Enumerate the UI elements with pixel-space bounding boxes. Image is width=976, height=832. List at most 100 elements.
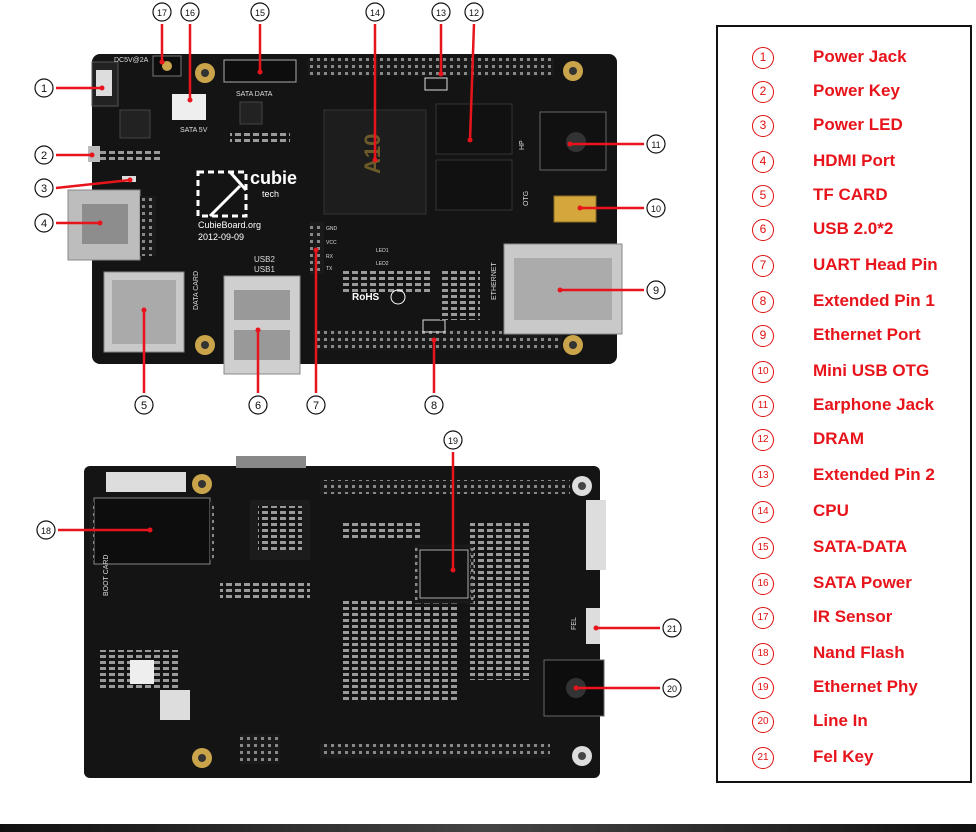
- logo-line2: tech: [262, 189, 279, 199]
- legend-label: HDMI Port: [813, 151, 896, 170]
- logo-line1: cubie: [250, 168, 297, 188]
- legend-number: 2: [752, 81, 774, 103]
- callout-badge: [431, 2, 451, 22]
- callout-badge: [424, 395, 444, 415]
- legend-item: 4 HDMI Port: [718, 147, 970, 177]
- dram-chip: [435, 103, 513, 155]
- legend-number: 4: [752, 151, 774, 173]
- extended-pin-2-header: [308, 58, 554, 76]
- callout-dot: [97, 220, 103, 226]
- legend-item: 15 SATA-DATA: [718, 533, 970, 563]
- top-board: DC5V@2A SATA 5V SATA DATA cubie tech Cub…: [67, 54, 623, 375]
- legend-label: USB 2.0*2: [813, 219, 894, 238]
- fel-key: [586, 608, 600, 644]
- legend-label: Power LED: [813, 115, 903, 134]
- callout-dot: [99, 85, 105, 91]
- callout-badge: [34, 78, 54, 98]
- callout-number: 9: [653, 285, 659, 297]
- callout-dot: [127, 177, 133, 183]
- dram-chip: [435, 159, 513, 211]
- pin-label-vcc: VCC: [326, 240, 337, 246]
- callout-number: 16: [185, 8, 195, 18]
- callout-dot: [257, 69, 263, 75]
- legend-number: 14: [752, 501, 774, 523]
- legend-number: 3: [752, 115, 774, 137]
- legend-number: 15: [752, 537, 774, 559]
- rohs-mark: RoHS: [352, 292, 380, 303]
- legend-number: 20: [752, 711, 774, 733]
- callout-badge: [646, 280, 666, 300]
- legend-label: Ethernet Port: [813, 325, 921, 344]
- callout-dot: [438, 71, 444, 77]
- pin-label-led2: LED2: [376, 261, 389, 267]
- bottom-board: BOOT CARD FEL: [84, 456, 606, 778]
- callout-number: 15: [255, 8, 265, 18]
- small-chip: [119, 109, 151, 139]
- callout-number: 20: [667, 684, 677, 694]
- card-label: DATA CARD: [193, 271, 200, 310]
- legend-label: SATA-DATA: [813, 537, 908, 556]
- callout-number: 8: [431, 400, 437, 412]
- callout-badge: [662, 618, 682, 638]
- callout-badge: [180, 2, 200, 22]
- legend-number: 13: [752, 465, 774, 487]
- callout-number: 5: [141, 400, 147, 412]
- cubie-logo: cubie tech CubieBoard.org 2012-09-09: [196, 168, 297, 242]
- callout-badge: [34, 145, 54, 165]
- callout-dot: [577, 205, 583, 211]
- callout-dot: [141, 307, 147, 313]
- legend-number: 1: [752, 47, 774, 69]
- legend-number: 9: [752, 325, 774, 347]
- legend-number: 18: [752, 643, 774, 665]
- callout-badge: [134, 395, 154, 415]
- callout-badge: [34, 213, 54, 233]
- callout-badge: [646, 198, 666, 218]
- cpu-mark: A10: [360, 134, 385, 174]
- callout-badge: [248, 395, 268, 415]
- legend-label: UART Head Pin: [813, 255, 938, 274]
- callout-dot: [372, 157, 378, 163]
- callout-number: 3: [41, 183, 47, 195]
- callout-number: 12: [469, 8, 479, 18]
- usb-label-2: USB1: [254, 265, 275, 274]
- callout-number: 13: [436, 8, 446, 18]
- callout-dot: [431, 337, 437, 343]
- callout-number: 11: [651, 140, 660, 150]
- callout-dot: [89, 152, 95, 158]
- legend-number: 5: [752, 185, 774, 207]
- callout-badge: [34, 178, 54, 198]
- legend-number: 21: [752, 747, 774, 769]
- dc-label: DC5V@2A: [114, 57, 149, 64]
- hp-label: HP: [519, 140, 526, 150]
- callout-number: 7: [313, 400, 319, 412]
- callout-dot: [159, 59, 165, 65]
- legend-item: 9 Ethernet Port: [718, 321, 970, 351]
- callout-badge: [464, 2, 484, 22]
- callout-badge: [443, 430, 463, 450]
- pin-label-gnd: GND: [326, 226, 338, 232]
- legend-label: Power Jack: [813, 47, 907, 66]
- callout-number: 6: [255, 400, 261, 412]
- callout-dot: [557, 287, 563, 293]
- callout-badge: [36, 520, 56, 540]
- legend-number: 11: [752, 395, 774, 417]
- legend-label: DRAM: [813, 429, 864, 448]
- callout-dot: [450, 567, 456, 573]
- pin-label-rx: RX: [326, 254, 334, 260]
- callout-dot: [187, 97, 193, 103]
